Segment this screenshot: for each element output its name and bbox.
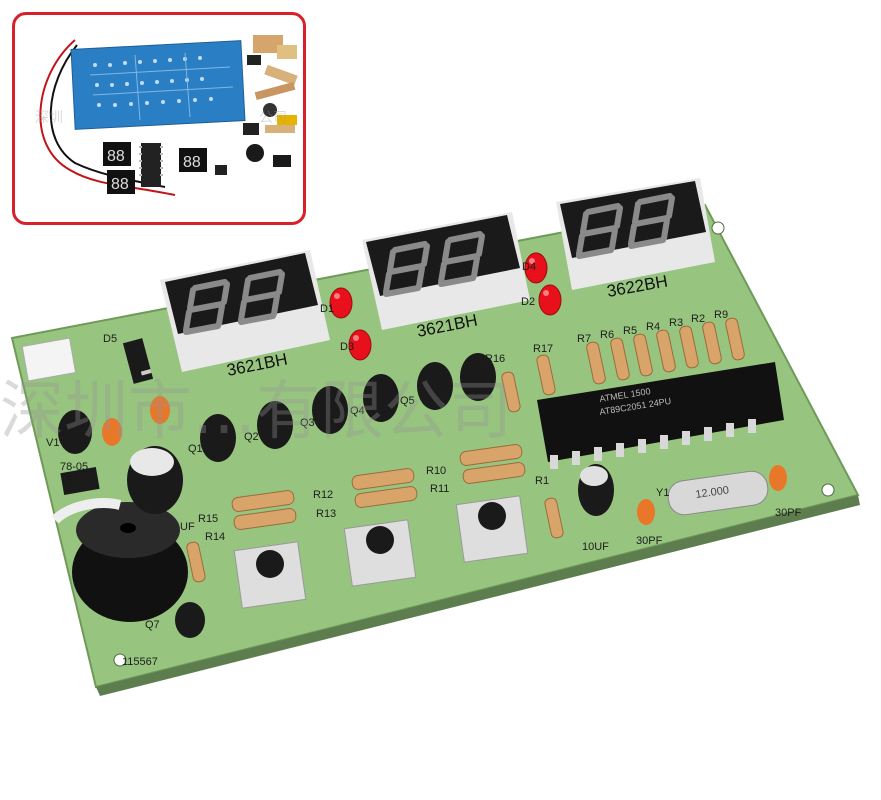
push-button-2[interactable]: [343, 519, 417, 587]
label-d5: D5: [103, 333, 117, 345]
capacitor-10uf: [578, 464, 614, 516]
label-r11: R11: [430, 483, 449, 495]
crystal-oscillator: [667, 470, 769, 516]
capacitor-large: [127, 446, 183, 514]
svg-text:88: 88: [107, 148, 125, 165]
label-7805: 78-05: [60, 461, 88, 473]
transistors: [58, 353, 496, 638]
label-10uf: 10UF: [582, 541, 609, 553]
label-r7: R7: [577, 333, 591, 345]
loose-components: [215, 35, 298, 175]
blue-pcb: [70, 40, 246, 130]
label-q5: Q5: [400, 395, 415, 407]
label-r10: R10: [426, 465, 446, 477]
seven-segment-display-1: [160, 250, 330, 372]
crystal-marking: 12.000: [695, 484, 730, 501]
label-r15: R15: [198, 513, 218, 525]
label-r9: R9: [714, 309, 728, 321]
buzzer: [51, 498, 188, 622]
label-q3: Q3: [300, 417, 315, 429]
label-r6: R6: [600, 329, 614, 341]
label-v1: V1: [46, 437, 59, 449]
label-30pf-2: 30PF: [775, 507, 802, 519]
push-button-1[interactable]: [233, 541, 307, 609]
svg-text:88: 88: [111, 176, 129, 193]
label-d4: D4: [522, 261, 536, 273]
label-q2: Q2: [244, 431, 259, 443]
kit-parts-illustration: 88 88 88: [39, 35, 298, 196]
label-q1: Q1: [188, 443, 203, 455]
label-q4: Q4: [350, 405, 365, 417]
seven-segment-display-2: [362, 212, 530, 330]
kit-parts-inset: 88 88 88 深圳 公司: [12, 12, 306, 225]
label-r3: R3: [669, 317, 683, 329]
horizontal-resistors: [186, 444, 564, 583]
loose-displays: 88 88 88: [103, 142, 207, 194]
label-r14: R14: [205, 531, 225, 543]
board-serial: 115567: [122, 656, 158, 668]
svg-text:88: 88: [183, 154, 201, 171]
label-q7: Q7: [145, 619, 160, 631]
label-r4: R4: [646, 321, 660, 333]
label-r5: R5: [623, 325, 637, 337]
microcontroller-chip: [537, 362, 784, 469]
label-r17: R17: [533, 343, 553, 355]
label-d2: D2: [521, 296, 535, 308]
power-connector: [21, 337, 77, 382]
label-d3: D3: [340, 341, 354, 353]
label-r2: R2: [691, 313, 705, 325]
label-r13: R13: [316, 508, 336, 520]
label-r16: R16: [485, 353, 505, 365]
seven-segment-display-3: [556, 178, 715, 290]
resistor-bank: [501, 317, 745, 413]
label-r12: R12: [313, 489, 333, 501]
label-d1: D1: [320, 303, 334, 315]
push-button-3[interactable]: [455, 495, 529, 563]
ceramic-capacitors: [102, 396, 787, 525]
voltage-regulator: [60, 467, 100, 495]
label-r1: R1: [535, 475, 549, 487]
label-uf: UF: [180, 521, 195, 533]
label-r18: R18: [78, 473, 98, 485]
label-30pf-1: 30PF: [636, 535, 663, 547]
label-y1: Y1: [656, 487, 669, 499]
